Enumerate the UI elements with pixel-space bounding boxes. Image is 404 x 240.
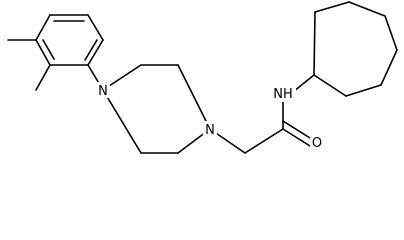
chemical-structure-diagram: N N NH O: [7, 1, 398, 154]
svg-text:N: N: [205, 123, 215, 138]
svg-text:O: O: [312, 136, 322, 151]
methyl-groups: [7, 39, 51, 91]
atom-amide-nh: NH: [271, 86, 296, 102]
svg-text:NH: NH: [273, 87, 293, 102]
atom-n-aryl: N: [96, 82, 110, 99]
atom-carbonyl-o: O: [310, 134, 324, 151]
svg-text:N: N: [98, 84, 108, 99]
cycloheptyl-ring: [313, 1, 398, 97]
dimethylphenyl-ring: [35, 14, 104, 66]
piperazine-ring: [102, 64, 211, 154]
acetamide-linker: [209, 74, 315, 154]
atom-n-alkyl: N: [203, 121, 217, 138]
